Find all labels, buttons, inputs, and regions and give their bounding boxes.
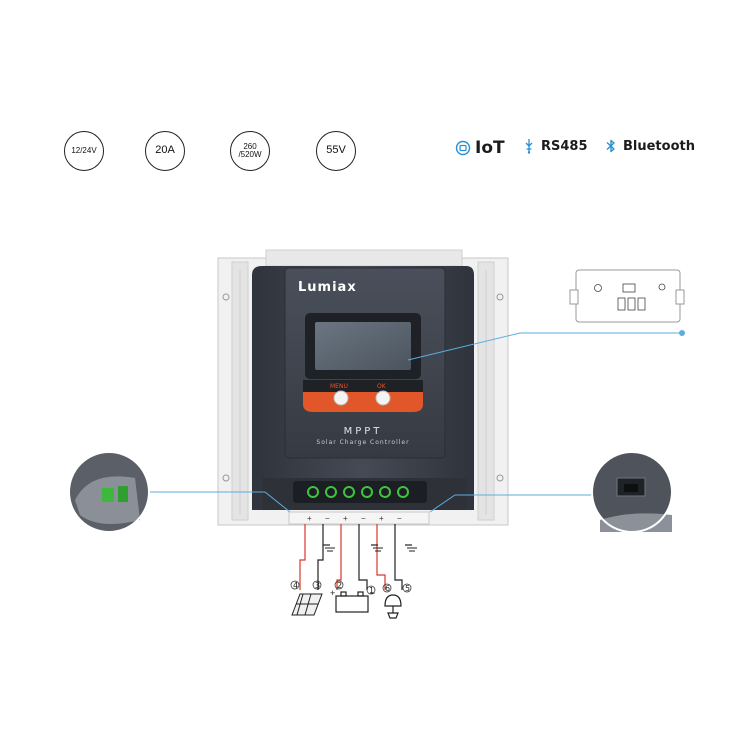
wire-number-circles xyxy=(290,580,412,595)
callout-dot xyxy=(679,330,685,336)
polarity-sign: + xyxy=(379,514,384,523)
battery-icon xyxy=(335,591,369,613)
feature-iot: IoT xyxy=(455,138,505,158)
terminal-screw[interactable] xyxy=(379,486,391,498)
lamp-icon xyxy=(384,594,402,619)
spec-current: 20A xyxy=(145,131,185,171)
button-panel xyxy=(303,380,423,412)
terminal-screw[interactable] xyxy=(307,486,319,498)
wiring-diagram xyxy=(299,524,412,590)
spec-power-line1: 260 xyxy=(243,141,257,151)
feature-rs485-label: RS485 xyxy=(541,138,588,154)
ok-label: OK xyxy=(377,383,387,390)
usb-icon xyxy=(525,139,533,154)
feature-iot-label: IoT xyxy=(475,138,505,158)
feature-rs485: RS485 xyxy=(521,138,588,154)
ok-button[interactable] xyxy=(375,390,391,406)
iot-icon xyxy=(455,140,471,156)
lcd-zoom-callout xyxy=(569,269,685,323)
menu-button[interactable] xyxy=(333,390,349,406)
terminal-screw[interactable] xyxy=(361,486,373,498)
bluetooth-icon xyxy=(606,139,615,153)
terminal-block xyxy=(293,481,427,503)
brand-logo: Lumiax xyxy=(298,280,357,295)
solar-panel-icon xyxy=(291,593,323,616)
polarity-sign: + xyxy=(343,514,348,523)
spec-voltage: 12/24V xyxy=(64,131,104,171)
terminal-screw[interactable] xyxy=(325,486,337,498)
spec-pv-voltage-text: 55V xyxy=(326,144,346,157)
spec-pv-voltage: 55V xyxy=(316,131,356,171)
callout-lines xyxy=(135,332,682,513)
polarity-sign: + xyxy=(307,514,312,523)
polarity-sign: − xyxy=(397,514,402,523)
wire-number: 5 xyxy=(405,584,410,593)
wire-number: 2 xyxy=(337,581,342,590)
model-label: MPPT xyxy=(344,426,383,437)
battery-minus: − xyxy=(370,588,375,598)
wire-number: 3 xyxy=(315,581,320,590)
terminal-screw[interactable] xyxy=(397,486,409,498)
wire-number: 6 xyxy=(385,584,390,593)
terminal-screw[interactable] xyxy=(343,486,355,498)
battery-plus: + xyxy=(330,588,335,598)
spec-power-line2: /520W xyxy=(238,150,262,159)
feature-bluetooth: Bluetooth xyxy=(603,138,695,154)
right-port-zoom xyxy=(591,451,673,533)
spec-power: 260 /520W xyxy=(230,131,270,171)
ground-symbols xyxy=(325,547,417,552)
wire-number: 4 xyxy=(293,581,298,590)
feature-bluetooth-label: Bluetooth xyxy=(623,138,695,154)
menu-label: MENU xyxy=(330,383,348,390)
spec-voltage-text: 12/24V xyxy=(71,145,97,155)
model-subtitle: Solar Charge Controller xyxy=(316,439,409,446)
spec-current-text: 20A xyxy=(155,144,175,157)
lcd-display xyxy=(305,313,421,379)
polarity-sign: − xyxy=(361,514,366,523)
wire-number: 1 xyxy=(369,586,374,595)
left-terminal-zoom xyxy=(68,451,150,533)
polarity-sign: − xyxy=(325,514,330,523)
